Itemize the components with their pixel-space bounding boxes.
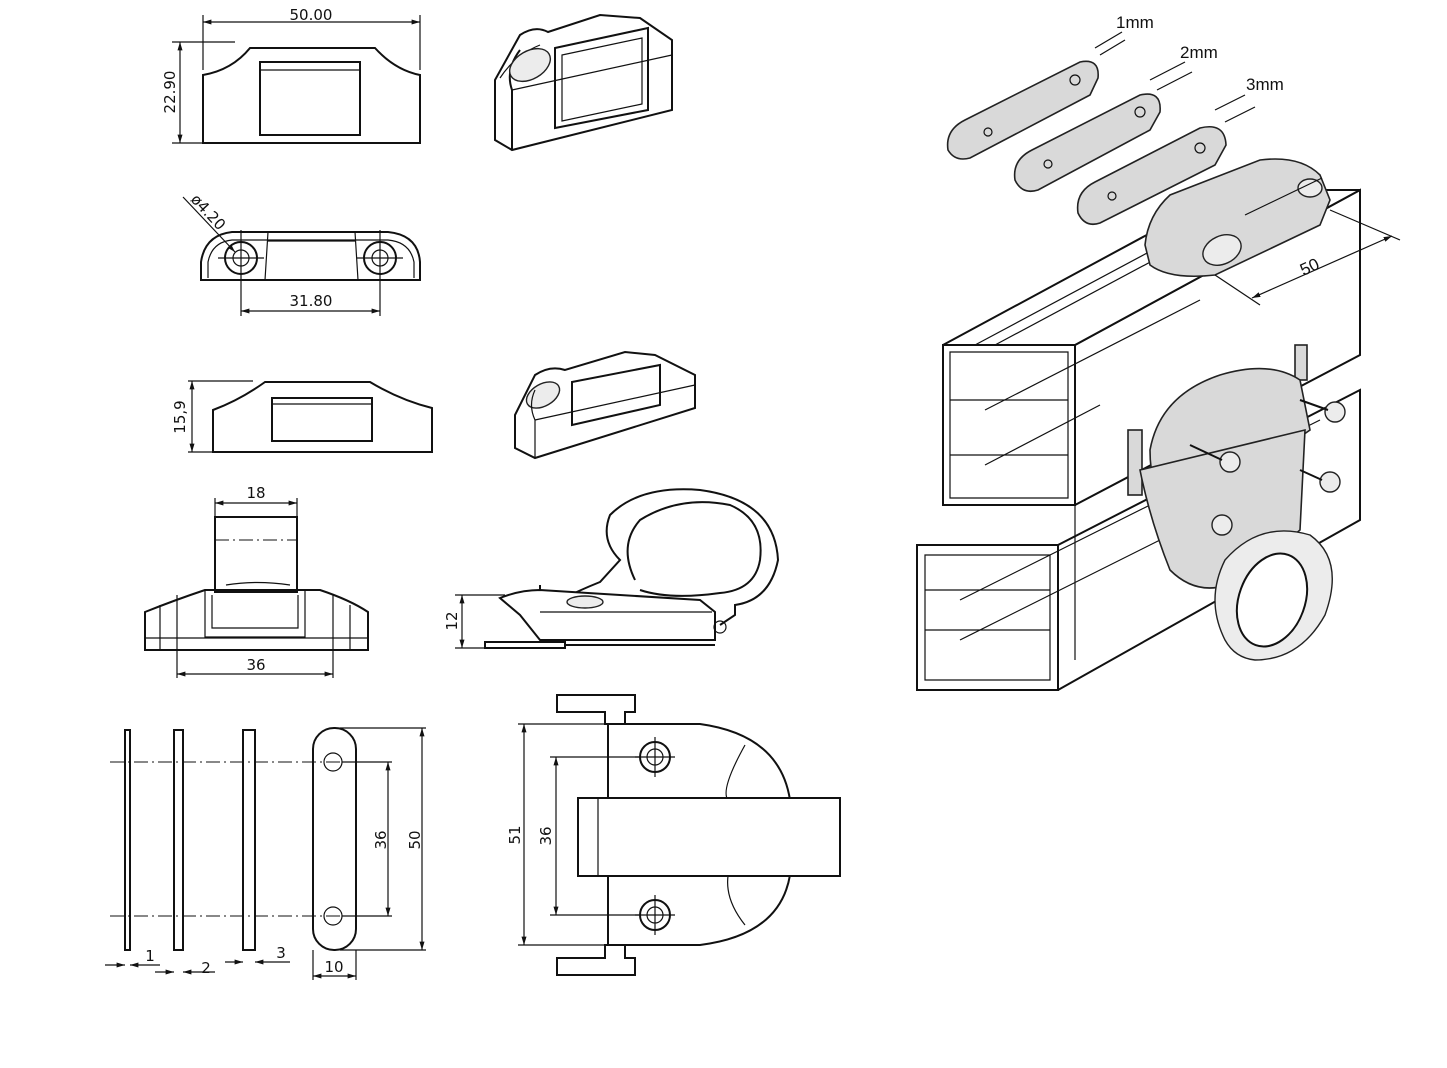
catch-on-profile: [1144, 158, 1331, 278]
shim-1mm: [124, 729, 131, 951]
shim-2mm: [173, 729, 184, 951]
shim-2mm-iso: [1013, 93, 1161, 193]
hinge-top-view: 51 36: [506, 694, 841, 976]
dim-profile-height: 15,9: [171, 400, 189, 433]
label-shim-1mm: 1mm: [1116, 13, 1154, 32]
section-view: 18 36: [144, 484, 369, 678]
isometric-catch-large: [494, 13, 673, 152]
dim-ring-height: 12: [443, 611, 461, 630]
dim-hole-spacing: 31.80: [290, 292, 333, 310]
dim-plate-hole-spacing: 36: [372, 830, 390, 849]
screw-head: [1211, 514, 1233, 536]
shim-3mm: [242, 729, 256, 951]
isometric-catch-small: [514, 350, 696, 460]
screw-head: [1219, 451, 1241, 473]
dim-shim-1: 1: [145, 947, 155, 965]
label-shim-2mm: 2mm: [1180, 43, 1218, 62]
dim-hole-diameter: ø4.20: [187, 190, 229, 233]
dim-plate-width: 10: [324, 958, 343, 976]
shim-1mm-iso: [946, 60, 1099, 160]
dim-hinge-hole-spacing: 36: [537, 826, 555, 845]
bottom-view-catch: 31.80 ø4.20: [182, 190, 421, 316]
dim-shim-2: 2: [201, 959, 211, 977]
screw-head: [1319, 471, 1341, 493]
ring-side-view: 12: [443, 488, 780, 649]
shim-3mm-iso: [1076, 126, 1227, 226]
dim-hinge-length: 51: [506, 825, 524, 844]
ring-hinge-iso: [1127, 344, 1346, 661]
dim-tab-width: 18: [246, 484, 265, 502]
dim-section-width: 36: [246, 656, 265, 674]
dim-plate-length: 50: [406, 830, 424, 849]
dim-top-height: 22.90: [161, 71, 179, 114]
front-view-catch: 50.00 22.90: [161, 6, 421, 144]
dim-shim-3: 3: [276, 944, 286, 962]
assembly-isometric: 1mm 2mm 3mm: [916, 13, 1401, 691]
label-shim-3mm: 3mm: [1246, 75, 1284, 94]
shim-plate-front: 36 50 10: [312, 727, 426, 980]
dim-top-width: 50.00: [290, 6, 333, 24]
screw-head: [1324, 401, 1346, 423]
low-profile-catch: 15,9: [171, 380, 433, 453]
shims-side-view: 1 2 3: [105, 729, 345, 977]
